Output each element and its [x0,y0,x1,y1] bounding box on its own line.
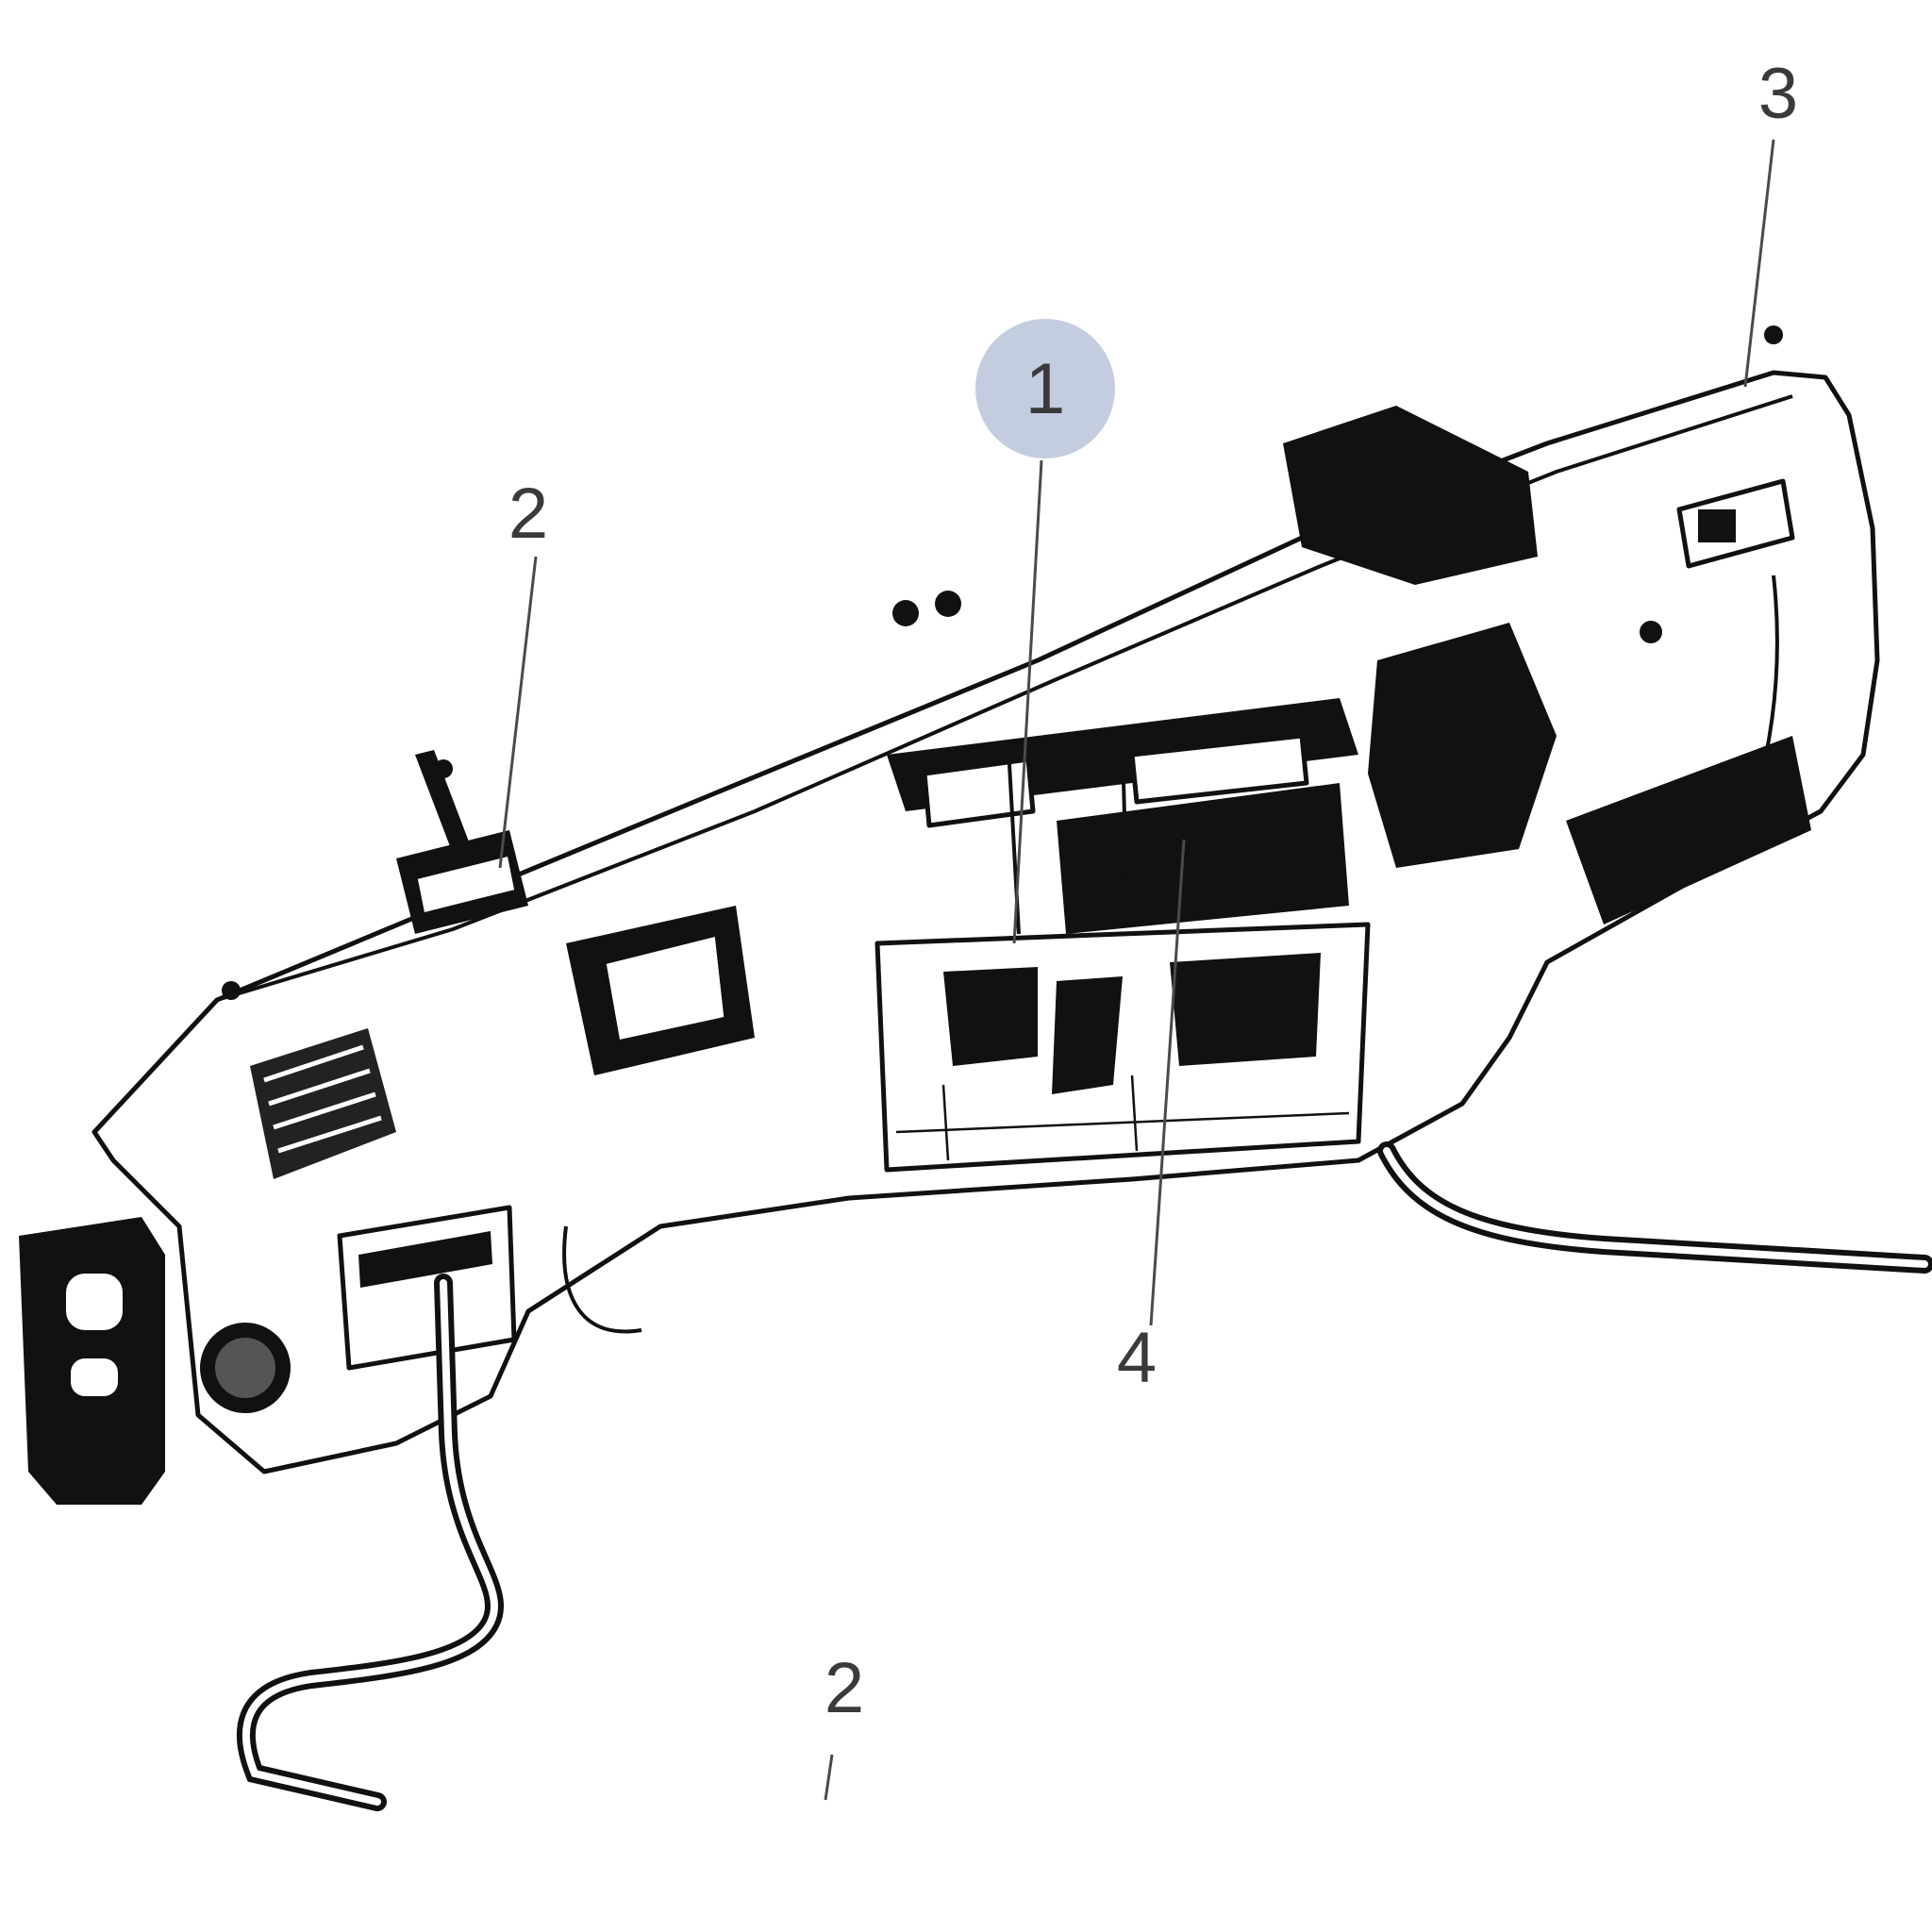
callout-2-upper[interactable]: 2 [498,474,548,869]
dashboard-top-edge [216,394,1793,1002]
center-stack-frame [874,922,1371,1173]
callout-1-leader [1012,459,1043,944]
callout-1[interactable]: 1 [975,319,1115,944]
fastener-details [222,325,1783,1000]
left-vent-grille [250,1028,396,1179]
callout-1-highlight-circle [975,319,1115,458]
right-harness-cable-highlight [1383,1147,1928,1268]
left-harness-cable-highlight [242,1279,499,1806]
steering-column-mount [396,750,755,1075]
lower-left-duct [337,1205,642,1371]
callout-3-leader [1743,139,1775,388]
callout-4[interactable]: 4 [1117,839,1186,1398]
callout-2-lower[interactable]: 2 [824,1648,864,1801]
callout-2-upper-leader [498,556,538,869]
left-side-vent-module [19,1217,291,1505]
cross-car-beam [887,698,1358,935]
callout-1-label: 1 [1025,349,1065,429]
callout-2-lower-leader [824,1754,834,1801]
callout-3[interactable]: 3 [1743,54,1798,388]
callout-2-upper-label: 2 [508,474,548,554]
callout-4-label: 4 [1117,1318,1157,1398]
callout-4-leader [1149,839,1186,1326]
callout-3-label: 3 [1758,54,1798,134]
instrument-panel-illustration [19,325,1932,1811]
right-side-module [1283,406,1811,924]
callout-2-lower-label: 2 [824,1648,864,1728]
